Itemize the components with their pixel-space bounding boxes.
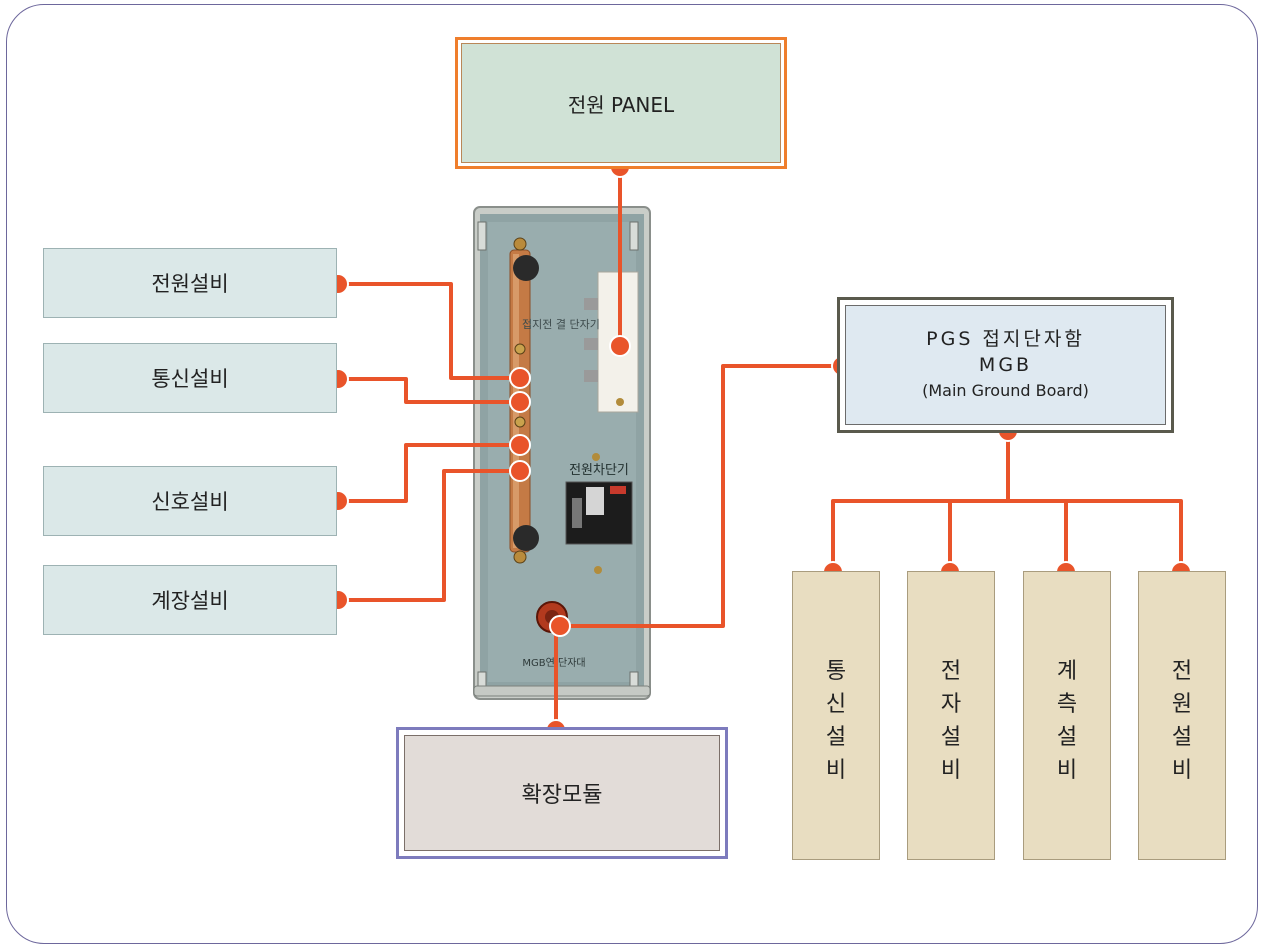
instrument-equipment-box: 계장설비 [43, 565, 337, 635]
comm-equipment-box: 통신설비 [43, 343, 337, 413]
connection-lines [338, 168, 1183, 730]
vert-char: 전 [940, 658, 962, 684]
vert-char: 비 [940, 757, 962, 783]
line-signal-equipment [338, 443, 520, 503]
vert-box-power: 전 원 설 비 [1138, 571, 1226, 860]
mgb-abbrev: MGB [978, 354, 1033, 376]
line-comm-equipment [338, 377, 520, 404]
signal-equipment-box: 신호설비 [43, 466, 337, 536]
vert-char: 비 [825, 757, 847, 783]
vert-char: 전 [1171, 658, 1193, 684]
diagram-graphics: 접지전 결 단자기 전원차단기 MGB연 단자대 [327, 156, 1192, 741]
power-panel-box: 전원 PANEL [455, 37, 787, 169]
breaker-label: 전원차단기 [569, 463, 629, 478]
vert-char: 설 [825, 724, 847, 750]
vert-char: 통 [825, 658, 847, 684]
vert-box-measurement: 계 측 설 비 [1023, 571, 1111, 860]
power-equipment-box: 전원설비 [43, 248, 337, 318]
vert-char: 설 [1171, 724, 1193, 750]
vert-char: 자 [940, 691, 962, 717]
expansion-module-box: 확장모듈 [396, 727, 728, 859]
vert-char: 비 [1171, 757, 1193, 783]
line-power-equipment [338, 282, 520, 380]
mgb-fullname: (Main Ground Board) [922, 381, 1089, 400]
vert-char: 신 [825, 691, 847, 717]
line-mgb [556, 364, 842, 628]
vert-char: 설 [1056, 724, 1078, 750]
vert-char: 원 [1171, 691, 1193, 717]
terminal-block-label: 접지전 결 단자기 [522, 318, 600, 331]
mgb-branch-line [831, 499, 1183, 572]
vert-char: 설 [940, 724, 962, 750]
grounding-cabinet: 접지전 결 단자기 전원차단기 MGB연 단자대 [473, 206, 651, 700]
vert-char: 측 [1056, 691, 1078, 717]
vert-char: 계 [1056, 658, 1078, 684]
line-instrument-equipment [338, 469, 520, 602]
mgb-title: PGS 접지단자함 [926, 328, 1085, 350]
power-panel-label: 전원 PANEL [461, 43, 781, 163]
vert-char: 비 [1056, 757, 1078, 783]
vert-box-electronic: 전 자 설 비 [907, 571, 995, 860]
expansion-module-label: 확장모듈 [404, 735, 720, 851]
vert-box-comm: 통 신 설 비 [792, 571, 880, 860]
mgb-box: PGS 접지단자함 MGB (Main Ground Board) [837, 297, 1174, 433]
